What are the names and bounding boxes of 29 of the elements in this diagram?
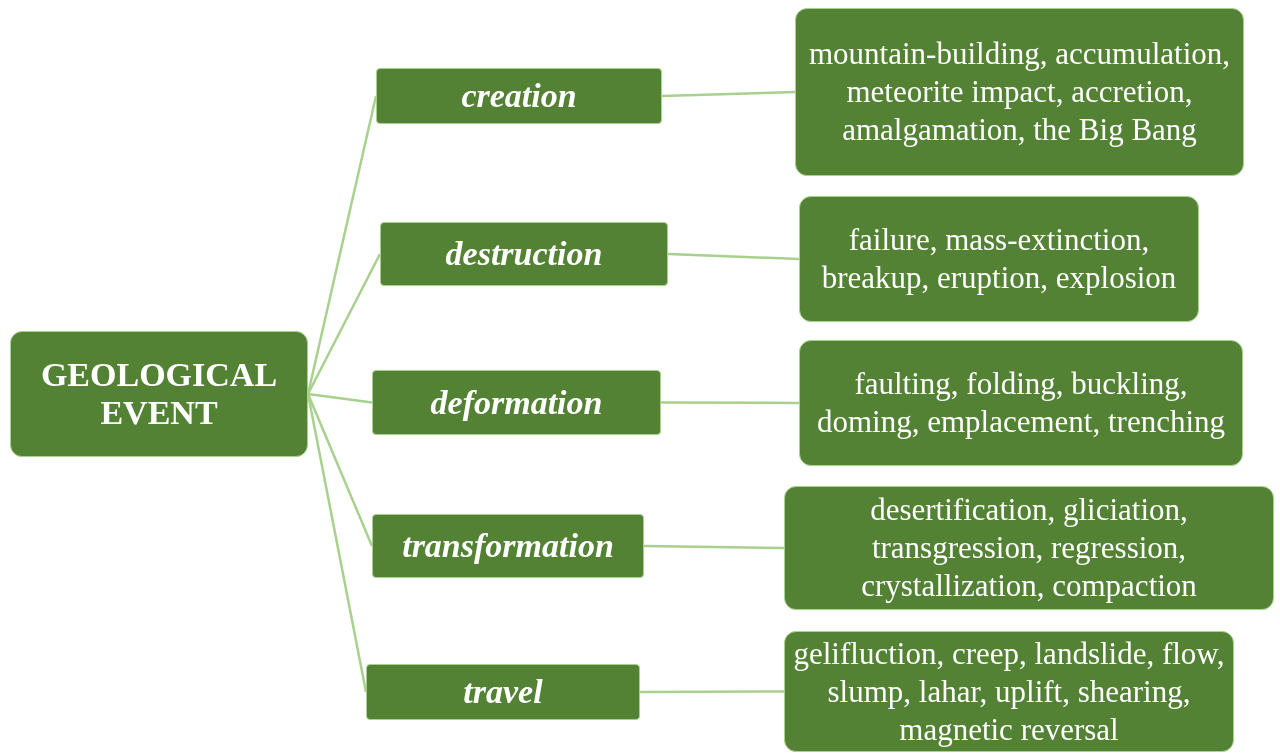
node-label: GEOLOGICAL EVENT bbox=[39, 356, 279, 432]
connector-line bbox=[307, 392, 373, 404]
examples-box bbox=[799, 196, 1199, 322]
category-box bbox=[372, 370, 661, 435]
node-label: deformation bbox=[430, 383, 603, 422]
connector-line bbox=[661, 401, 799, 405]
node-label: transformation bbox=[402, 527, 614, 565]
node-label: destruction bbox=[445, 235, 603, 273]
connector-line bbox=[306, 253, 382, 395]
connector-line bbox=[306, 393, 374, 547]
connector-line bbox=[644, 544, 784, 550]
examples-box bbox=[799, 340, 1243, 466]
node-label: creation bbox=[461, 77, 577, 115]
examples-box bbox=[784, 486, 1274, 610]
root-node-box bbox=[10, 331, 308, 457]
node-label: travel bbox=[463, 673, 543, 711]
node-label: gelifluction, creep, landslide, flow, slump, lahar, uplift, shearing, magnetic reversal bbox=[792, 634, 1226, 749]
category-box bbox=[366, 664, 640, 720]
node-label: desertification, gliciation, transgression, regression, crystallization, compaction bbox=[860, 491, 1198, 605]
connector-line bbox=[661, 90, 796, 98]
examples-box bbox=[795, 8, 1244, 176]
node-label: faulting, folding, buckling, doming, emplacement, trenching bbox=[815, 365, 1226, 441]
category-box bbox=[380, 222, 668, 286]
connector-line bbox=[667, 252, 800, 261]
node-label: failure, mass-extinction, breakup, eruption, explosion bbox=[820, 221, 1178, 297]
category-box bbox=[376, 68, 662, 124]
node-label: mountain-building, accumulation, meteorite impact, accretion, amalgamation, the Big Bang bbox=[808, 35, 1231, 149]
category-box bbox=[372, 514, 644, 578]
connector-line bbox=[640, 690, 784, 694]
